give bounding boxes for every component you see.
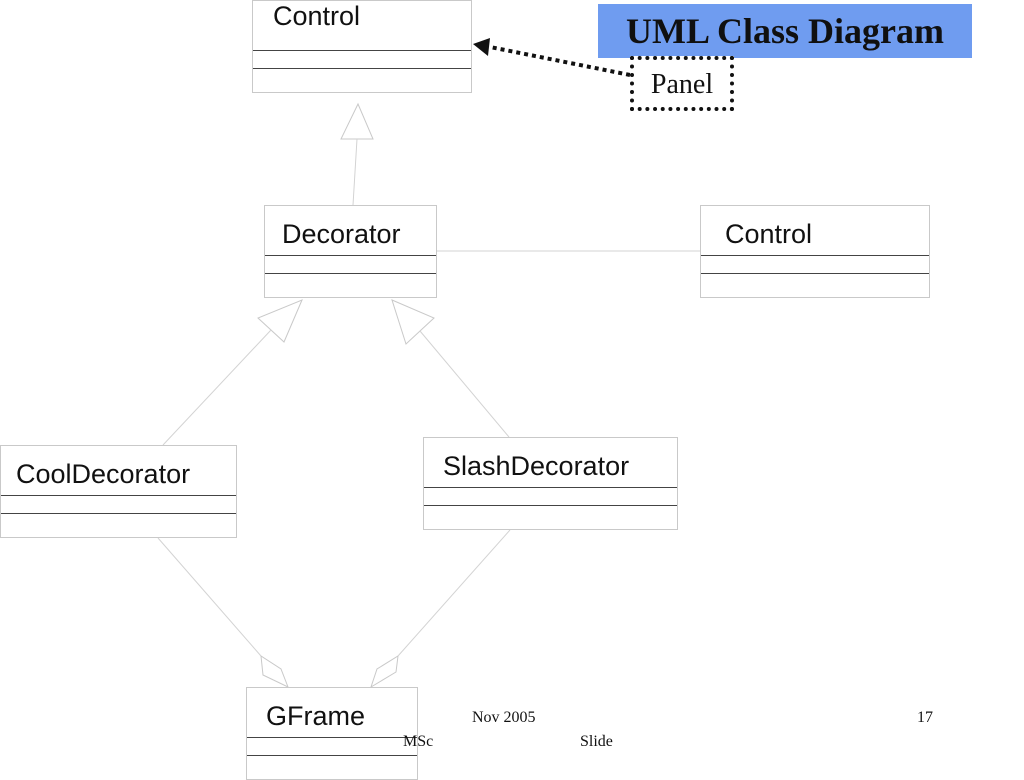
generalization-arrowhead-slash	[391, 299, 435, 345]
line-slash-to-decorator	[419, 330, 510, 438]
generalization-arrowhead-control	[340, 102, 374, 140]
attribute-separator	[424, 487, 677, 488]
attribute-separator	[253, 50, 471, 51]
aggregation-diamond-cool	[260, 655, 289, 688]
class-name: Control	[273, 1, 361, 31]
class-gframe[interactable]: GFrame	[246, 687, 418, 780]
footer-date: Nov 2005	[472, 709, 536, 726]
aggregation-diamond-slash	[370, 655, 399, 689]
slide-title-box: UML Class Diagram	[598, 4, 972, 58]
line-cool-to-gframe	[157, 537, 262, 657]
method-separator	[253, 68, 471, 69]
attribute-separator	[701, 255, 929, 256]
method-separator	[1, 513, 236, 514]
class-cool-decorator[interactable]: CoolDecorator	[0, 445, 237, 538]
slide-title: UML Class Diagram	[626, 11, 944, 51]
class-name: Control	[725, 219, 813, 249]
class-name: CoolDecorator	[16, 459, 191, 489]
method-separator	[247, 755, 417, 756]
method-separator	[701, 273, 929, 274]
generalization-arrowhead-cool	[257, 299, 303, 343]
class-decorator[interactable]: Decorator	[264, 205, 437, 298]
method-separator	[424, 505, 677, 506]
note-arrowhead	[473, 38, 490, 56]
class-name: Decorator	[282, 219, 401, 249]
note-panel: Panel	[630, 56, 734, 111]
footer-slide-label: Slide	[580, 733, 613, 750]
method-separator	[265, 273, 436, 274]
line-decorator-to-control	[352, 138, 358, 206]
line-cool-to-decorator	[162, 329, 272, 446]
class-name: GFrame	[266, 701, 366, 731]
class-control-right[interactable]: Control	[700, 205, 930, 298]
attribute-separator	[1, 495, 236, 496]
class-slash-decorator[interactable]: SlashDecorator	[423, 437, 678, 530]
class-control-top[interactable]: Control	[252, 0, 472, 93]
attribute-separator	[247, 737, 417, 738]
footer-course: MSc	[403, 733, 434, 750]
footer-slide-number: 17	[917, 709, 933, 726]
class-name: SlashDecorator	[443, 451, 630, 481]
line-slash-to-gframe	[397, 529, 511, 657]
attribute-separator	[265, 255, 436, 256]
